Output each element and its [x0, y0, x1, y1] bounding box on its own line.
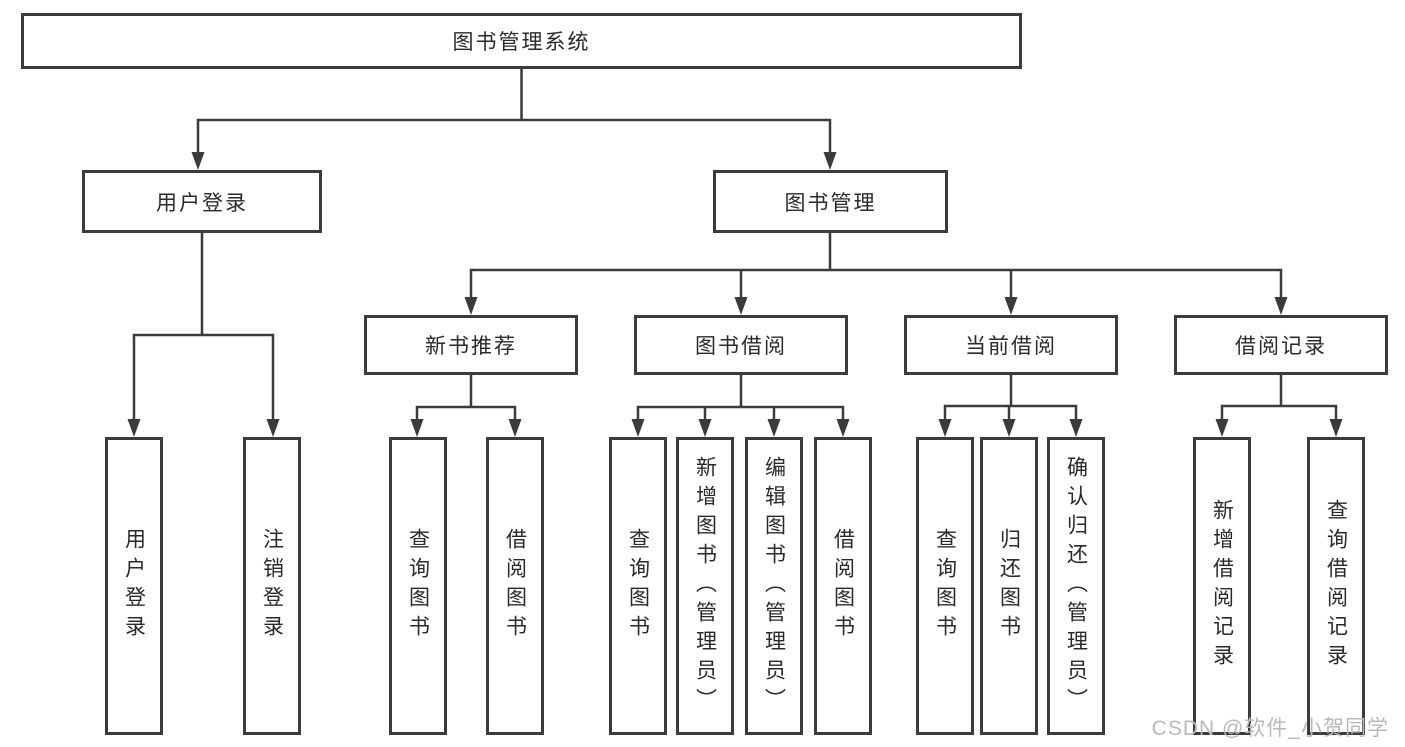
node-root-system: 图书管理系统: [21, 13, 1022, 69]
leaf-current-query-books: 查询图书: [916, 437, 974, 735]
leaf-add-borrow-record-label: 新增借阅记录: [1210, 499, 1234, 673]
node-book-borrow-label: 图书借阅: [695, 335, 787, 358]
leaf-user-login: 用户登录: [105, 437, 163, 735]
csdn-watermark: CSDN @软件_小贺同学: [1151, 717, 1389, 740]
node-borrow-record-label: 借阅记录: [1235, 335, 1327, 358]
leaf-logout: 注销登录: [243, 437, 301, 735]
leaf-borrow-query-books-label: 查询图书: [626, 528, 650, 644]
leaf-return-books: 归还图书: [980, 437, 1038, 735]
node-root-label: 图书管理系统: [452, 31, 591, 54]
leaf-rec-borrow-books-label: 借阅图书: [503, 528, 527, 644]
arrowheads: [127, 152, 1343, 437]
leaf-borrow-query-books: 查询图书: [609, 437, 667, 735]
node-current-borrow: 当前借阅: [904, 315, 1118, 375]
leaf-borrow-books: 借阅图书: [814, 437, 872, 735]
node-book-management-label: 图书管理: [784, 191, 877, 215]
leaf-user-login-label: 用户登录: [122, 528, 146, 644]
leaf-rec-query-books-label: 查询图书: [406, 528, 430, 644]
leaf-borrow-books-label: 借阅图书: [831, 528, 855, 644]
leaf-current-query-books-label: 查询图书: [933, 528, 957, 644]
node-current-borrow-label: 当前借阅: [965, 335, 1057, 358]
leaf-confirm-return-admin-label: 确认归还（管理员）: [1064, 455, 1088, 717]
leaf-rec-borrow-books: 借阅图书: [486, 437, 544, 735]
leaf-query-borrow-record-label: 查询借阅记录: [1324, 499, 1348, 673]
leaf-logout-label: 注销登录: [260, 528, 284, 644]
node-new-book-recommend-label: 新书推荐: [425, 335, 517, 358]
leaf-return-books-label: 归还图书: [997, 528, 1021, 644]
node-book-management: 图书管理: [713, 170, 948, 233]
leaf-add-books-admin: 新增图书（管理员）: [676, 437, 734, 735]
leaf-rec-query-books: 查询图书: [389, 437, 447, 735]
leaf-confirm-return-admin: 确认归还（管理员）: [1047, 437, 1105, 735]
leaf-add-books-admin-label: 新增图书（管理员）: [693, 455, 717, 717]
node-user-login-label: 用户登录: [156, 191, 248, 215]
node-borrow-record: 借阅记录: [1174, 315, 1388, 375]
node-new-book-recommend: 新书推荐: [364, 315, 578, 375]
node-book-borrow: 图书借阅: [634, 315, 848, 375]
leaf-add-borrow-record: 新增借阅记录: [1193, 437, 1251, 735]
node-user-login: 用户登录: [82, 170, 322, 233]
leaf-query-borrow-record: 查询借阅记录: [1307, 437, 1365, 735]
leaf-edit-books-admin-label: 编辑图书（管理员）: [762, 455, 786, 717]
leaf-edit-books-admin: 编辑图书（管理员）: [745, 437, 803, 735]
